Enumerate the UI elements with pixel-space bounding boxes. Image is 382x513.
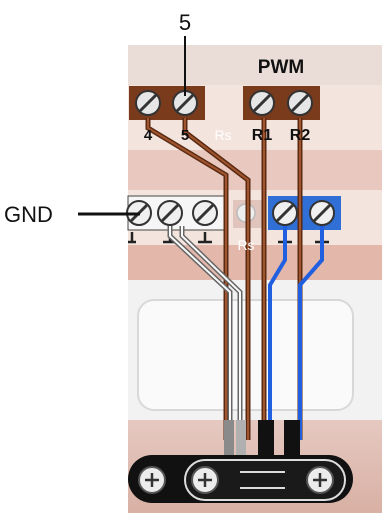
terminal-label-5: 5 [181,127,189,144]
terminal-block-white [126,195,225,231]
wire-brown-4-core [147,118,227,440]
terminal-block-blue [268,196,341,230]
terminal-block-4-5 [129,86,205,120]
board-mid-strip [128,150,382,190]
board-lower-strip [128,245,382,280]
wire-blue-2 [298,226,324,440]
wire-brown-5-core [184,118,249,440]
cable-clamp [128,455,353,503]
terminal-label-r1: R1 [252,127,273,144]
terminal-label-4: 4 [144,127,153,144]
plus-screw-icon [138,466,166,494]
pwm-label: PWM [258,57,304,78]
wires [145,118,324,440]
plus-screw-icon [306,466,334,494]
wire-blue-1 [268,226,287,440]
callout-label-gnd: GND [4,202,53,227]
plus-screw-icon [191,466,219,494]
ground-symbol-icon [198,232,212,244]
terminal-label-rs-mid: Rs [237,237,254,253]
terminal-label-r2: R2 [290,127,311,144]
terminal-label-rs-top: Rs [214,127,231,143]
callout-label-5: 5 [179,10,191,35]
board-top-strip [128,45,382,85]
terminal-block-r1-r2 [243,86,320,120]
